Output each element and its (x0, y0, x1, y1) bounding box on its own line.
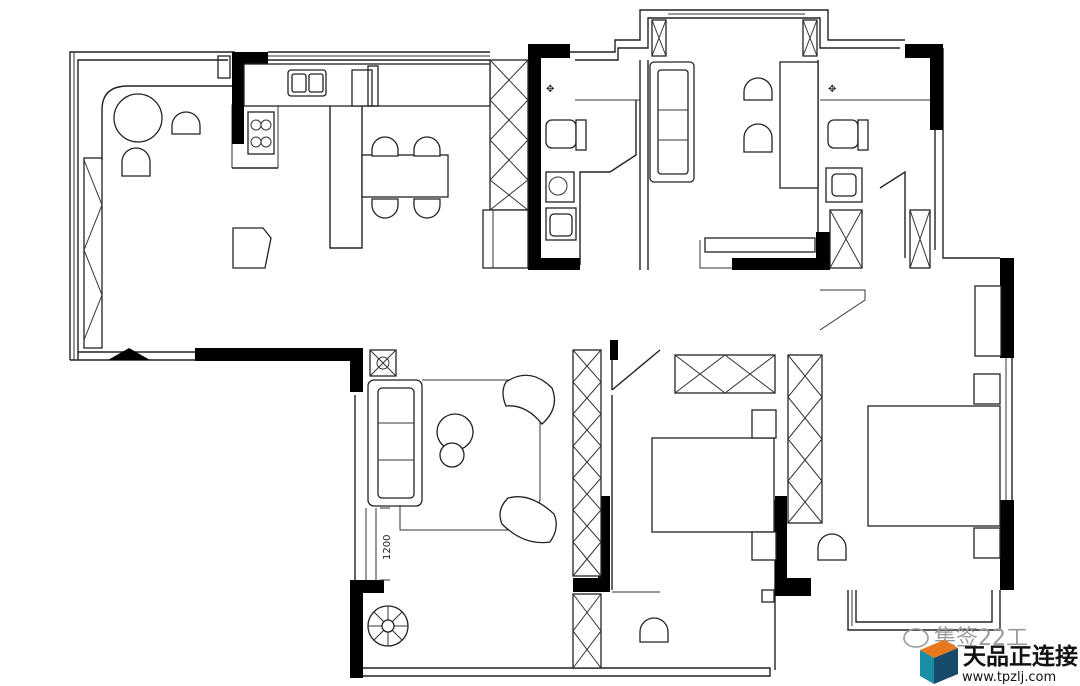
tpzlj-logo: 天品正连接 www.tpzlj.com (920, 640, 1078, 685)
balcony-table (101, 85, 232, 177)
study-room (649, 61, 819, 189)
svg-text:✥: ✥ (828, 84, 836, 95)
bathroom-right: ✥ (825, 84, 869, 203)
kitchen (243, 63, 491, 155)
dining-area (232, 136, 449, 269)
bathroom-left: ✥ (545, 84, 587, 241)
bedroom-middle (639, 409, 777, 643)
logo-url: www.tpzlj.com (962, 670, 1056, 685)
logo-name: 天品正连接 (963, 643, 1078, 670)
potted-plant (367, 605, 409, 647)
storage-cabinets (369, 19, 931, 669)
svg-text:✥: ✥ (546, 84, 554, 95)
living-room: 1200 (365, 374, 557, 647)
bedroom-master (817, 285, 1002, 561)
dimension-label: 1200 (382, 535, 393, 560)
dining-chair (371, 136, 441, 219)
